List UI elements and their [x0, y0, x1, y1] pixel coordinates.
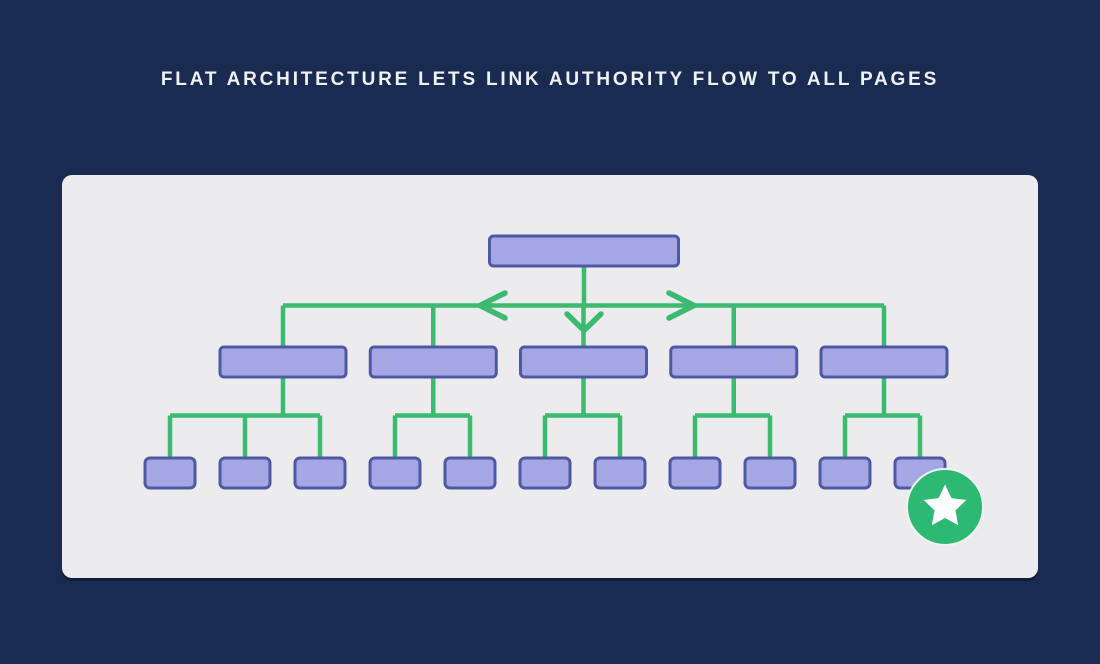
category-node [368, 345, 498, 379]
arrow-down-icon [564, 311, 604, 334]
category-node [218, 345, 348, 379]
page-node [143, 456, 197, 490]
page-node [443, 456, 497, 490]
star-icon [923, 484, 967, 526]
home-node [488, 234, 680, 268]
page-node [668, 456, 722, 490]
category-node [519, 345, 648, 379]
page-node [518, 456, 572, 490]
page-node [743, 456, 797, 490]
site-hierarchy-diagram [143, 234, 984, 546]
page-node [293, 456, 347, 490]
arrow-right-icon [666, 290, 697, 321]
page-node [368, 456, 422, 490]
page-node [593, 456, 647, 490]
arrow-left-icon [477, 290, 508, 321]
page-title: FLAT ARCHITECTURE LETS LINK AUTHORITY FL… [160, 69, 940, 90]
category-node [669, 345, 799, 379]
diagram-panel [62, 175, 1038, 578]
page-node [818, 456, 872, 490]
page-node [218, 456, 272, 490]
category-node [819, 345, 949, 379]
